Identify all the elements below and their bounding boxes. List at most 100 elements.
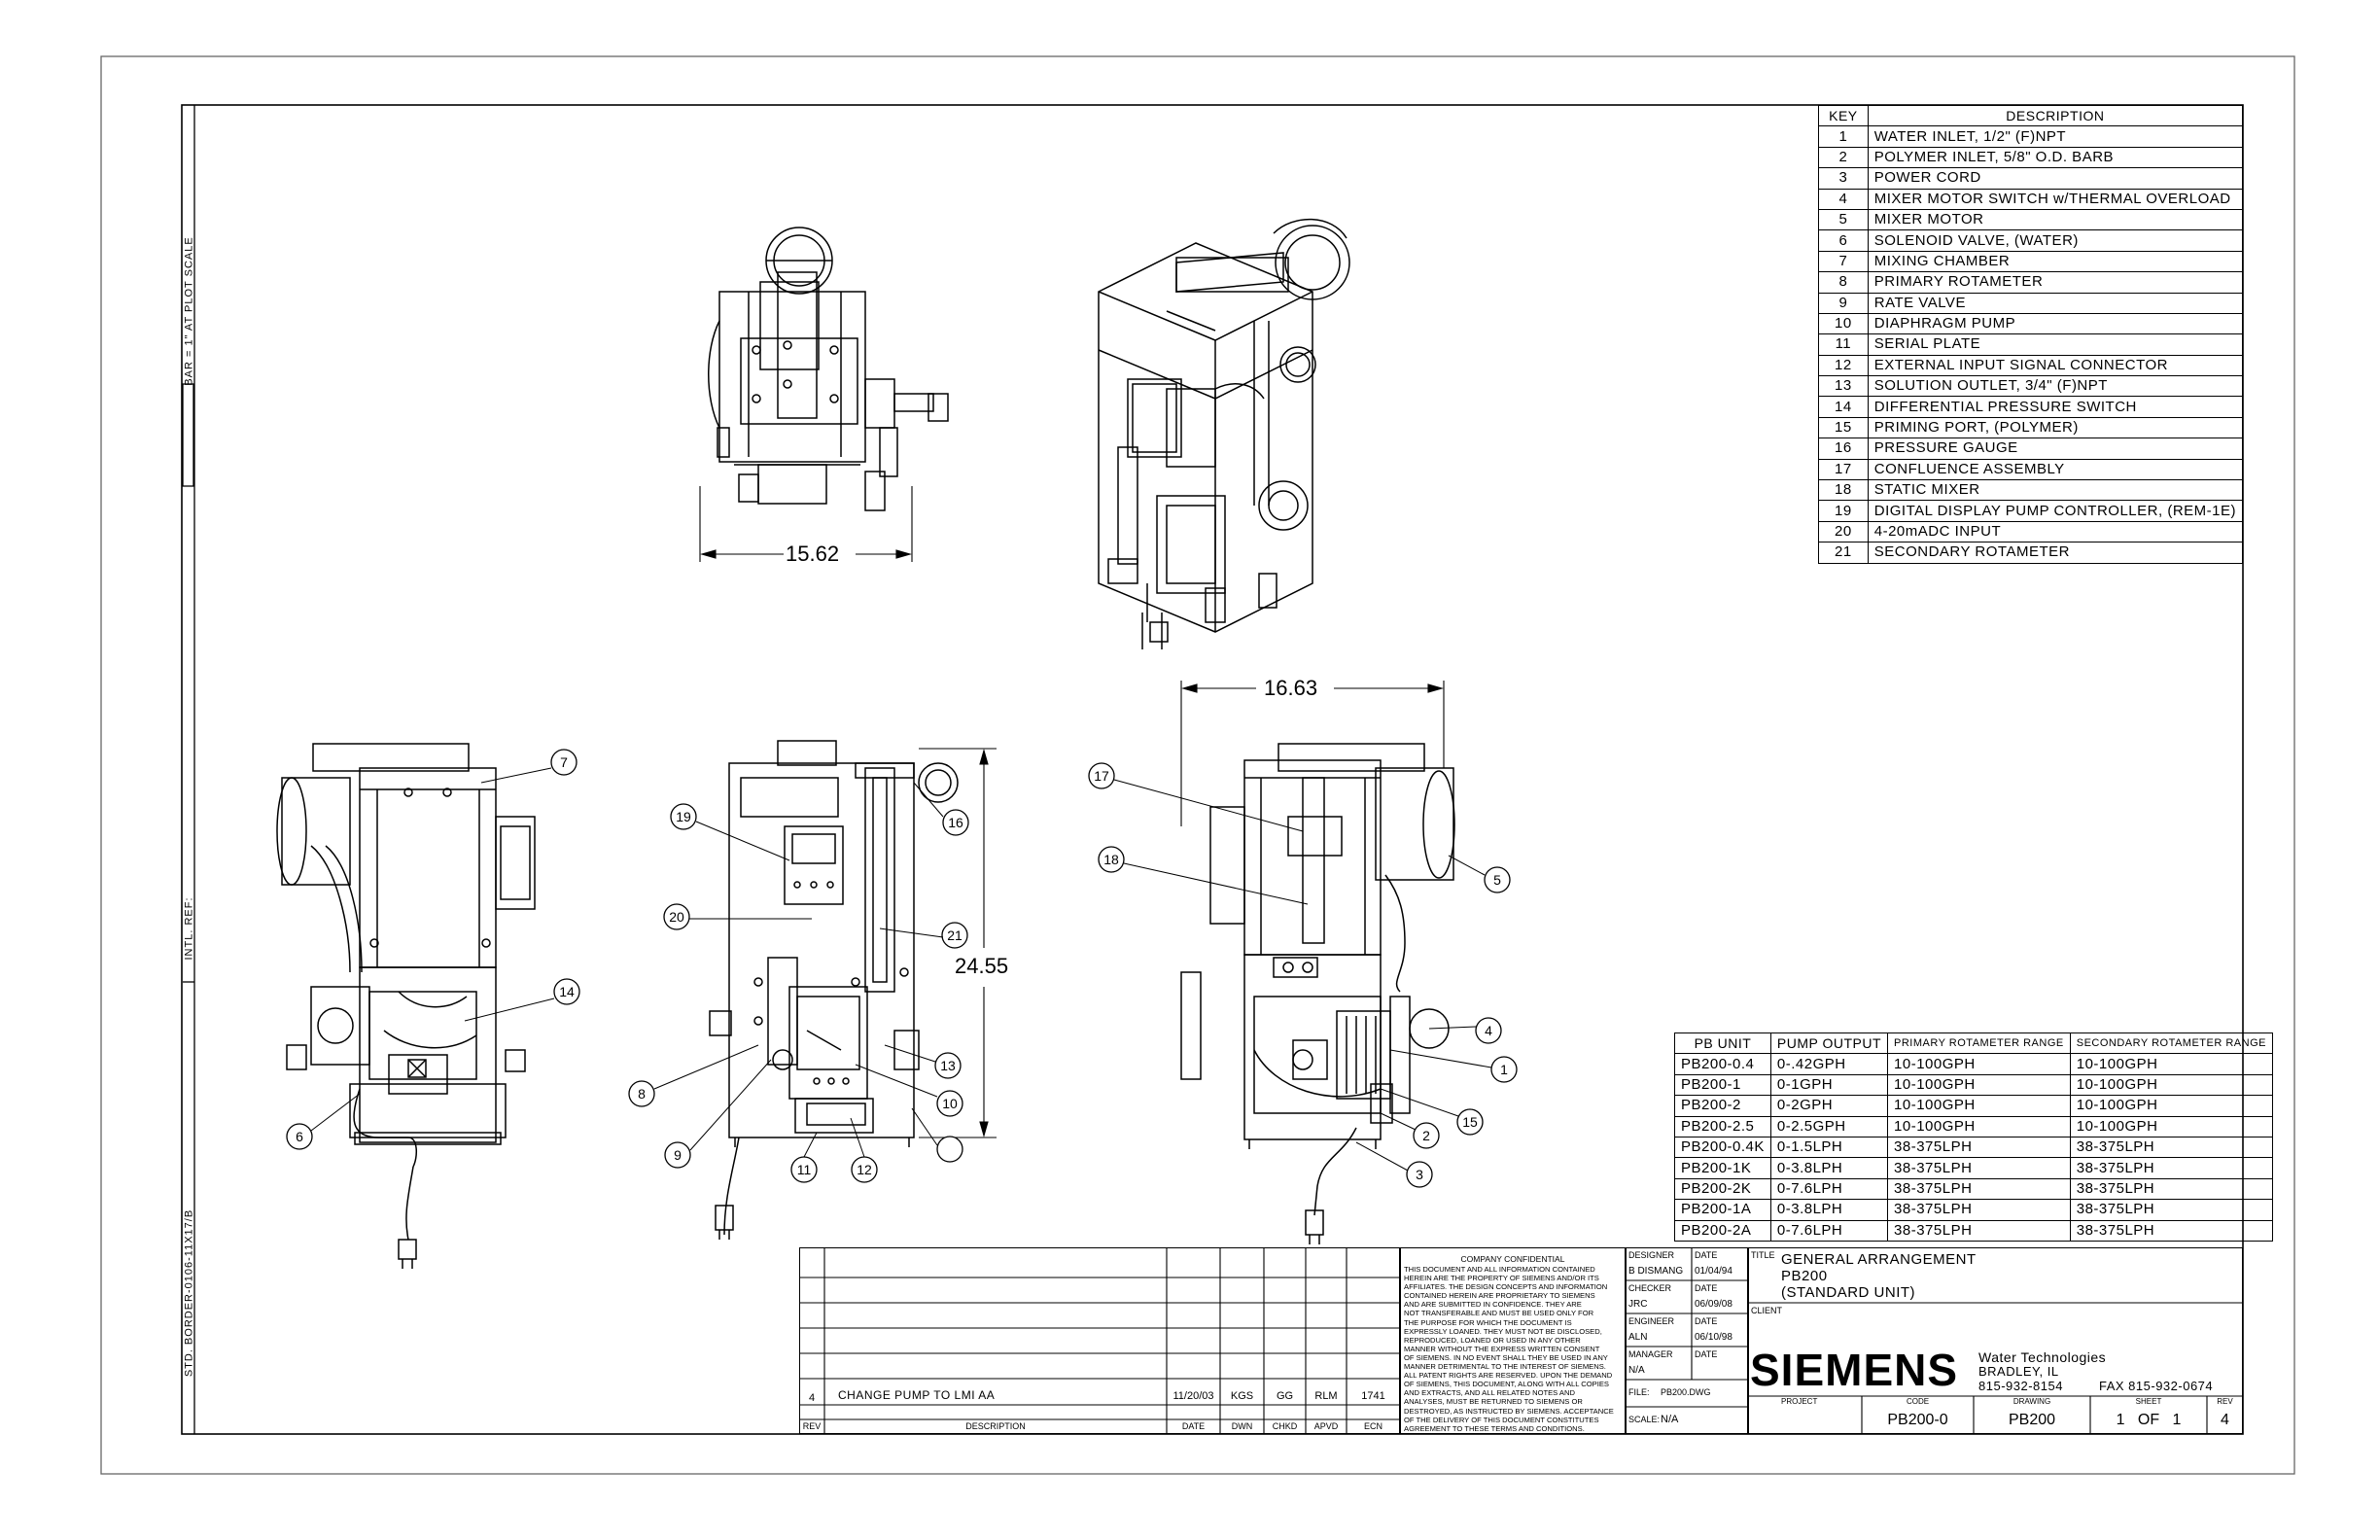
balloon-11: 11	[796, 1162, 812, 1177]
rev-entry-ecn: 1741	[1361, 1390, 1385, 1402]
fax: FAX 815-932-0674	[2099, 1379, 2214, 1393]
confidential-line: EXPRESSLY LOANED. THEY MUST NOT BE DISCL…	[1404, 1326, 1602, 1336]
pb-cell: PB200-2K	[1674, 1177, 1771, 1201]
balloon-20: 20	[669, 909, 684, 925]
confidential-line: AGREEMENT TO THESE TERMS AND CONDITIONS.	[1404, 1423, 1585, 1433]
key-description: POWER CORD	[1867, 167, 2244, 190]
key-description: STATIC MIXER	[1867, 479, 2244, 502]
key-description: MIXER MOTOR	[1867, 208, 2244, 231]
confidential-line: THIS DOCUMENT AND ALL INFORMATION CONTAI…	[1404, 1265, 1595, 1274]
balloon-15: 15	[1462, 1114, 1478, 1130]
pb-cell: 10-100GPH	[1887, 1053, 2071, 1075]
confidential-line: NOT TRANSFERABLE AND MUST BE USED ONLY F…	[1404, 1309, 1594, 1318]
pump-output-header: PUMP OUTPUT	[1769, 1032, 1889, 1055]
balloon-6: 6	[296, 1129, 303, 1144]
key-description: MIXING CHAMBER	[1867, 250, 2244, 273]
title-line-3: (STANDARD UNIT)	[1781, 1284, 1916, 1301]
pb-cell: 0-1GPH	[1769, 1073, 1889, 1097]
pb-cell: 38-375LPH	[2069, 1219, 2274, 1242]
pb-cell: 38-375LPH	[2069, 1177, 2274, 1201]
balloon-21: 21	[947, 928, 962, 943]
pb-cell: 38-375LPH	[1887, 1177, 2071, 1201]
pb-cell: 38-375LPH	[2069, 1199, 2274, 1221]
checker-name: JRC	[1628, 1299, 1648, 1310]
key-cell: 16	[1818, 438, 1869, 460]
key-description: SOLENOID VALVE, (WATER)	[1867, 229, 2244, 252]
pb-cell: 10-100GPH	[2069, 1115, 2274, 1138]
key-cell: 18	[1818, 479, 1869, 502]
key-cell: 11	[1818, 333, 1869, 356]
key-description: CONFLUENCE ASSEMBLY	[1867, 458, 2244, 481]
key-description: POLYMER INLET, 5/8" O.D. BARB	[1867, 146, 2244, 169]
siemens-logo: SIEMENS	[1750, 1345, 1959, 1395]
front-view	[709, 740, 959, 1240]
client-label: CLIENT	[1751, 1306, 1783, 1315]
key-cell: 21	[1818, 542, 1869, 564]
checker-label: CHECKER	[1628, 1283, 1672, 1293]
code-label: CODE	[1906, 1397, 1930, 1406]
balloons	[286, 749, 1518, 1188]
pb-cell: 0-7.6LPH	[1769, 1177, 1889, 1201]
balloon-4: 4	[1485, 1023, 1492, 1038]
balloon-14: 14	[559, 984, 575, 999]
key-cell: 7	[1818, 250, 1869, 273]
confidential-title: COMPANY CONFIDENTIAL	[1460, 1254, 1565, 1264]
key-description: EXTERNAL INPUT SIGNAL CONNECTOR	[1867, 354, 2244, 377]
designer-name: B DISMANG	[1628, 1266, 1684, 1277]
pb-cell: 0-1.5LPH	[1769, 1136, 1889, 1159]
balloon-7: 7	[560, 754, 568, 770]
confidential-line: MANNER DETRIMENTAL TO THE INTEREST OF SI…	[1404, 1362, 1606, 1372]
checker-date-label: DATE	[1695, 1283, 1718, 1293]
sheet-value: 1 OF 1	[2116, 1412, 2182, 1428]
balloon-8: 8	[638, 1086, 646, 1102]
pb-cell: 10-100GPH	[2069, 1053, 2274, 1075]
division-name: Water Technologies	[1978, 1349, 2107, 1365]
file-label: FILE:	[1628, 1387, 1650, 1397]
confidential-line: DESTROYED, AS INSTRUCTED BY SIEMENS. ACC…	[1404, 1406, 1614, 1416]
key-description: SECONDARY ROTAMETER	[1867, 542, 2244, 564]
rev-footer-apvd: APVD	[1313, 1421, 1339, 1431]
key-cell: 19	[1818, 500, 1869, 522]
rev-entry-dwn: KGS	[1230, 1390, 1254, 1402]
pb-cell: 10-100GPH	[2069, 1095, 2274, 1117]
signoff-block	[1626, 1247, 1748, 1434]
key-cell: 10	[1818, 312, 1869, 335]
pb-cell: 38-375LPH	[1887, 1219, 2071, 1242]
key-cell: 3	[1818, 167, 1869, 190]
key-cell: 20	[1818, 520, 1869, 543]
key-cell: 13	[1818, 375, 1869, 398]
balloon-19: 19	[676, 809, 691, 824]
balloon-1: 1	[1500, 1062, 1508, 1077]
rev-footer-chkd: CHKD	[1272, 1421, 1298, 1431]
pb-cell: 10-100GPH	[1887, 1095, 2071, 1117]
designer-label: DESIGNER	[1628, 1250, 1675, 1260]
rev-footer-dwn: DWN	[1231, 1421, 1253, 1431]
confidential-line: CONTAINED HEREIN ARE PROPRIETARY TO SIEM…	[1404, 1291, 1595, 1301]
confidential-block: COMPANY CONFIDENTIAL THIS DOCUMENT AND A…	[1400, 1247, 1626, 1434]
drawing-label: DRAWING	[2012, 1397, 2051, 1406]
title-label: TITLE	[1751, 1250, 1775, 1260]
confidential-line: MANNER WITHOUT THE EXPRESS WRITTEN CONSE…	[1404, 1344, 1600, 1353]
pb-unit-table: PB UNIT PUMP OUTPUT PRIMARY ROTAMETER RA…	[1674, 1032, 2274, 1242]
key-description: PRESSURE GAUGE	[1867, 438, 2244, 460]
pb-cell: 0-2GPH	[1769, 1095, 1889, 1117]
pb-cell: 0-3.8LPH	[1769, 1157, 1889, 1179]
sheet-label: SHEET	[2135, 1397, 2162, 1406]
confidential-line: AND ARE SUBMITTED IN CONFIDENCE. THEY AR…	[1404, 1300, 1582, 1310]
manager-name: N/A	[1628, 1365, 1645, 1376]
pb-cell: PB200-2.5	[1674, 1115, 1771, 1138]
pb-cell: PB200-1	[1674, 1073, 1771, 1097]
balloon-5: 5	[1493, 872, 1501, 888]
title-line-2: PB200	[1781, 1268, 1828, 1284]
confidential-line: AFFILIATES. THE DESIGN CONCEPTS AND INFO…	[1404, 1282, 1608, 1292]
scale-value: N/A	[1661, 1414, 1679, 1425]
project-label: PROJECT	[1781, 1397, 1818, 1406]
location: BRADLEY, IL	[1978, 1364, 2059, 1379]
pb-cell: PB200-1K	[1674, 1157, 1771, 1179]
confidential-line: REPRODUCED, LOANED OR USED IN ANY OTHER	[1404, 1335, 1581, 1345]
pb-cell: 10-100GPH	[2069, 1073, 2274, 1097]
rev-footer-date: DATE	[1181, 1421, 1206, 1431]
checker-date: 06/09/08	[1695, 1299, 1732, 1310]
secondary-range-header: SECONDARY ROTAMETER RANGE	[2069, 1032, 2274, 1055]
balloon-2: 2	[1422, 1128, 1430, 1143]
